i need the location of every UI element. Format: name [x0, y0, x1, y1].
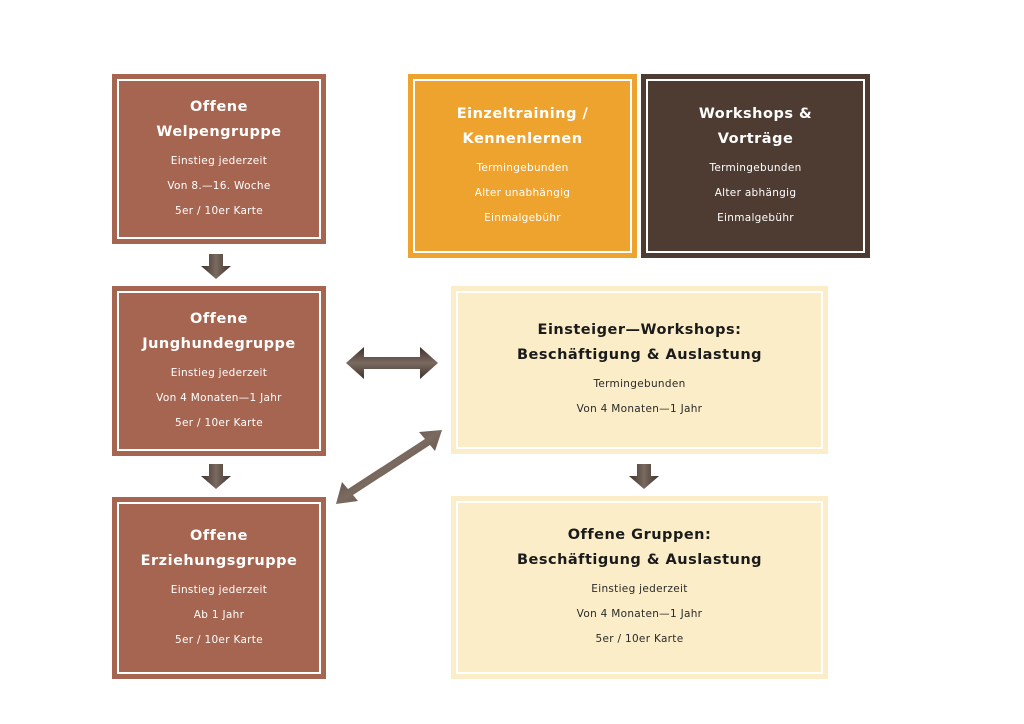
box-text-line: Ab 1 Jahr — [193, 608, 245, 621]
box-offene-gruppen: Offene Gruppen: Beschäftigung & Auslastu… — [451, 496, 828, 679]
box-title-line-1: Offene — [190, 310, 248, 327]
box-einzeltraining: Einzeltraining / Kennenlernen Termingebu… — [408, 74, 637, 258]
box-text-line: 5er / 10er Karte — [175, 204, 263, 217]
box-title-line-1: Offene — [190, 98, 248, 115]
box-text-line: Alter abhängig — [714, 186, 797, 199]
box-text-line: 5er / 10er Karte — [175, 416, 263, 429]
box-text-line: Termingebunden — [709, 161, 802, 174]
box-inner-border — [456, 291, 823, 449]
down-arrow-welpen-to-junghunde — [201, 254, 231, 279]
box-text-line: Termingebunden — [593, 378, 686, 390]
down-arrow-einsteiger-to-gruppen — [629, 464, 659, 489]
box-text-line: Von 8.—16. Woche — [167, 179, 271, 192]
box-text-line: 5er / 10er Karte — [175, 633, 263, 646]
box-einsteiger-workshops: Einsteiger—Workshops: Beschäftigung & Au… — [451, 286, 828, 454]
box-title-line-2: Beschäftigung & Auslastung — [516, 552, 763, 568]
double-arrow-erziehung-einsteiger — [336, 430, 442, 504]
box-title-line-2: Junghundegruppe — [142, 335, 296, 352]
box-welpengruppe: Offene Welpengruppe Einstieg jederzeit V… — [112, 74, 326, 244]
box-text-line: Von 4 Monaten—1 Jahr — [576, 608, 703, 620]
box-title-line-2: Kennenlernen — [462, 130, 583, 147]
box-title-line-1: Einsteiger—Workshops: — [537, 322, 742, 338]
box-title-line-2: Welpengruppe — [156, 123, 282, 140]
box-text-line: Von 4 Monaten—1 Jahr — [156, 391, 282, 404]
box-text-line: Termingebunden — [476, 161, 569, 174]
box-title-line-2: Vorträge — [717, 130, 794, 147]
box-text-line: Einstieg jederzeit — [591, 583, 688, 595]
box-title-line-2: Erziehungsgruppe — [140, 552, 298, 569]
double-arrow-junghunde-einsteiger — [346, 347, 438, 379]
box-text-line: Einstieg jederzeit — [170, 583, 268, 596]
box-junghundegruppe: Offene Junghundegruppe Einstieg jederzei… — [112, 286, 326, 456]
box-text-line: Einmalgebühr — [484, 211, 561, 224]
box-text-line: Einstieg jederzeit — [170, 366, 268, 379]
box-workshops-vortraege: Workshops & Vorträge Termingebunden Alte… — [641, 74, 870, 258]
box-title-line-1: Einzeltraining / — [456, 105, 589, 122]
box-text-line: Von 4 Monaten—1 Jahr — [576, 403, 703, 415]
box-text-line: Alter unabhängig — [474, 186, 571, 199]
box-text-line: 5er / 10er Karte — [595, 633, 684, 645]
down-arrow-junghunde-to-erziehung — [201, 464, 231, 489]
box-text-line: Einmalgebühr — [717, 211, 794, 224]
box-erziehungsgruppe: Offene Erziehungsgruppe Einstieg jederze… — [112, 497, 326, 679]
box-title-line-1: Offene Gruppen: — [567, 527, 712, 543]
box-title-line-1: Offene — [190, 527, 248, 544]
box-title-line-2: Beschäftigung & Auslastung — [516, 347, 763, 363]
box-text-line: Einstieg jederzeit — [170, 154, 268, 167]
box-title-line-1: Workshops & — [698, 105, 813, 122]
